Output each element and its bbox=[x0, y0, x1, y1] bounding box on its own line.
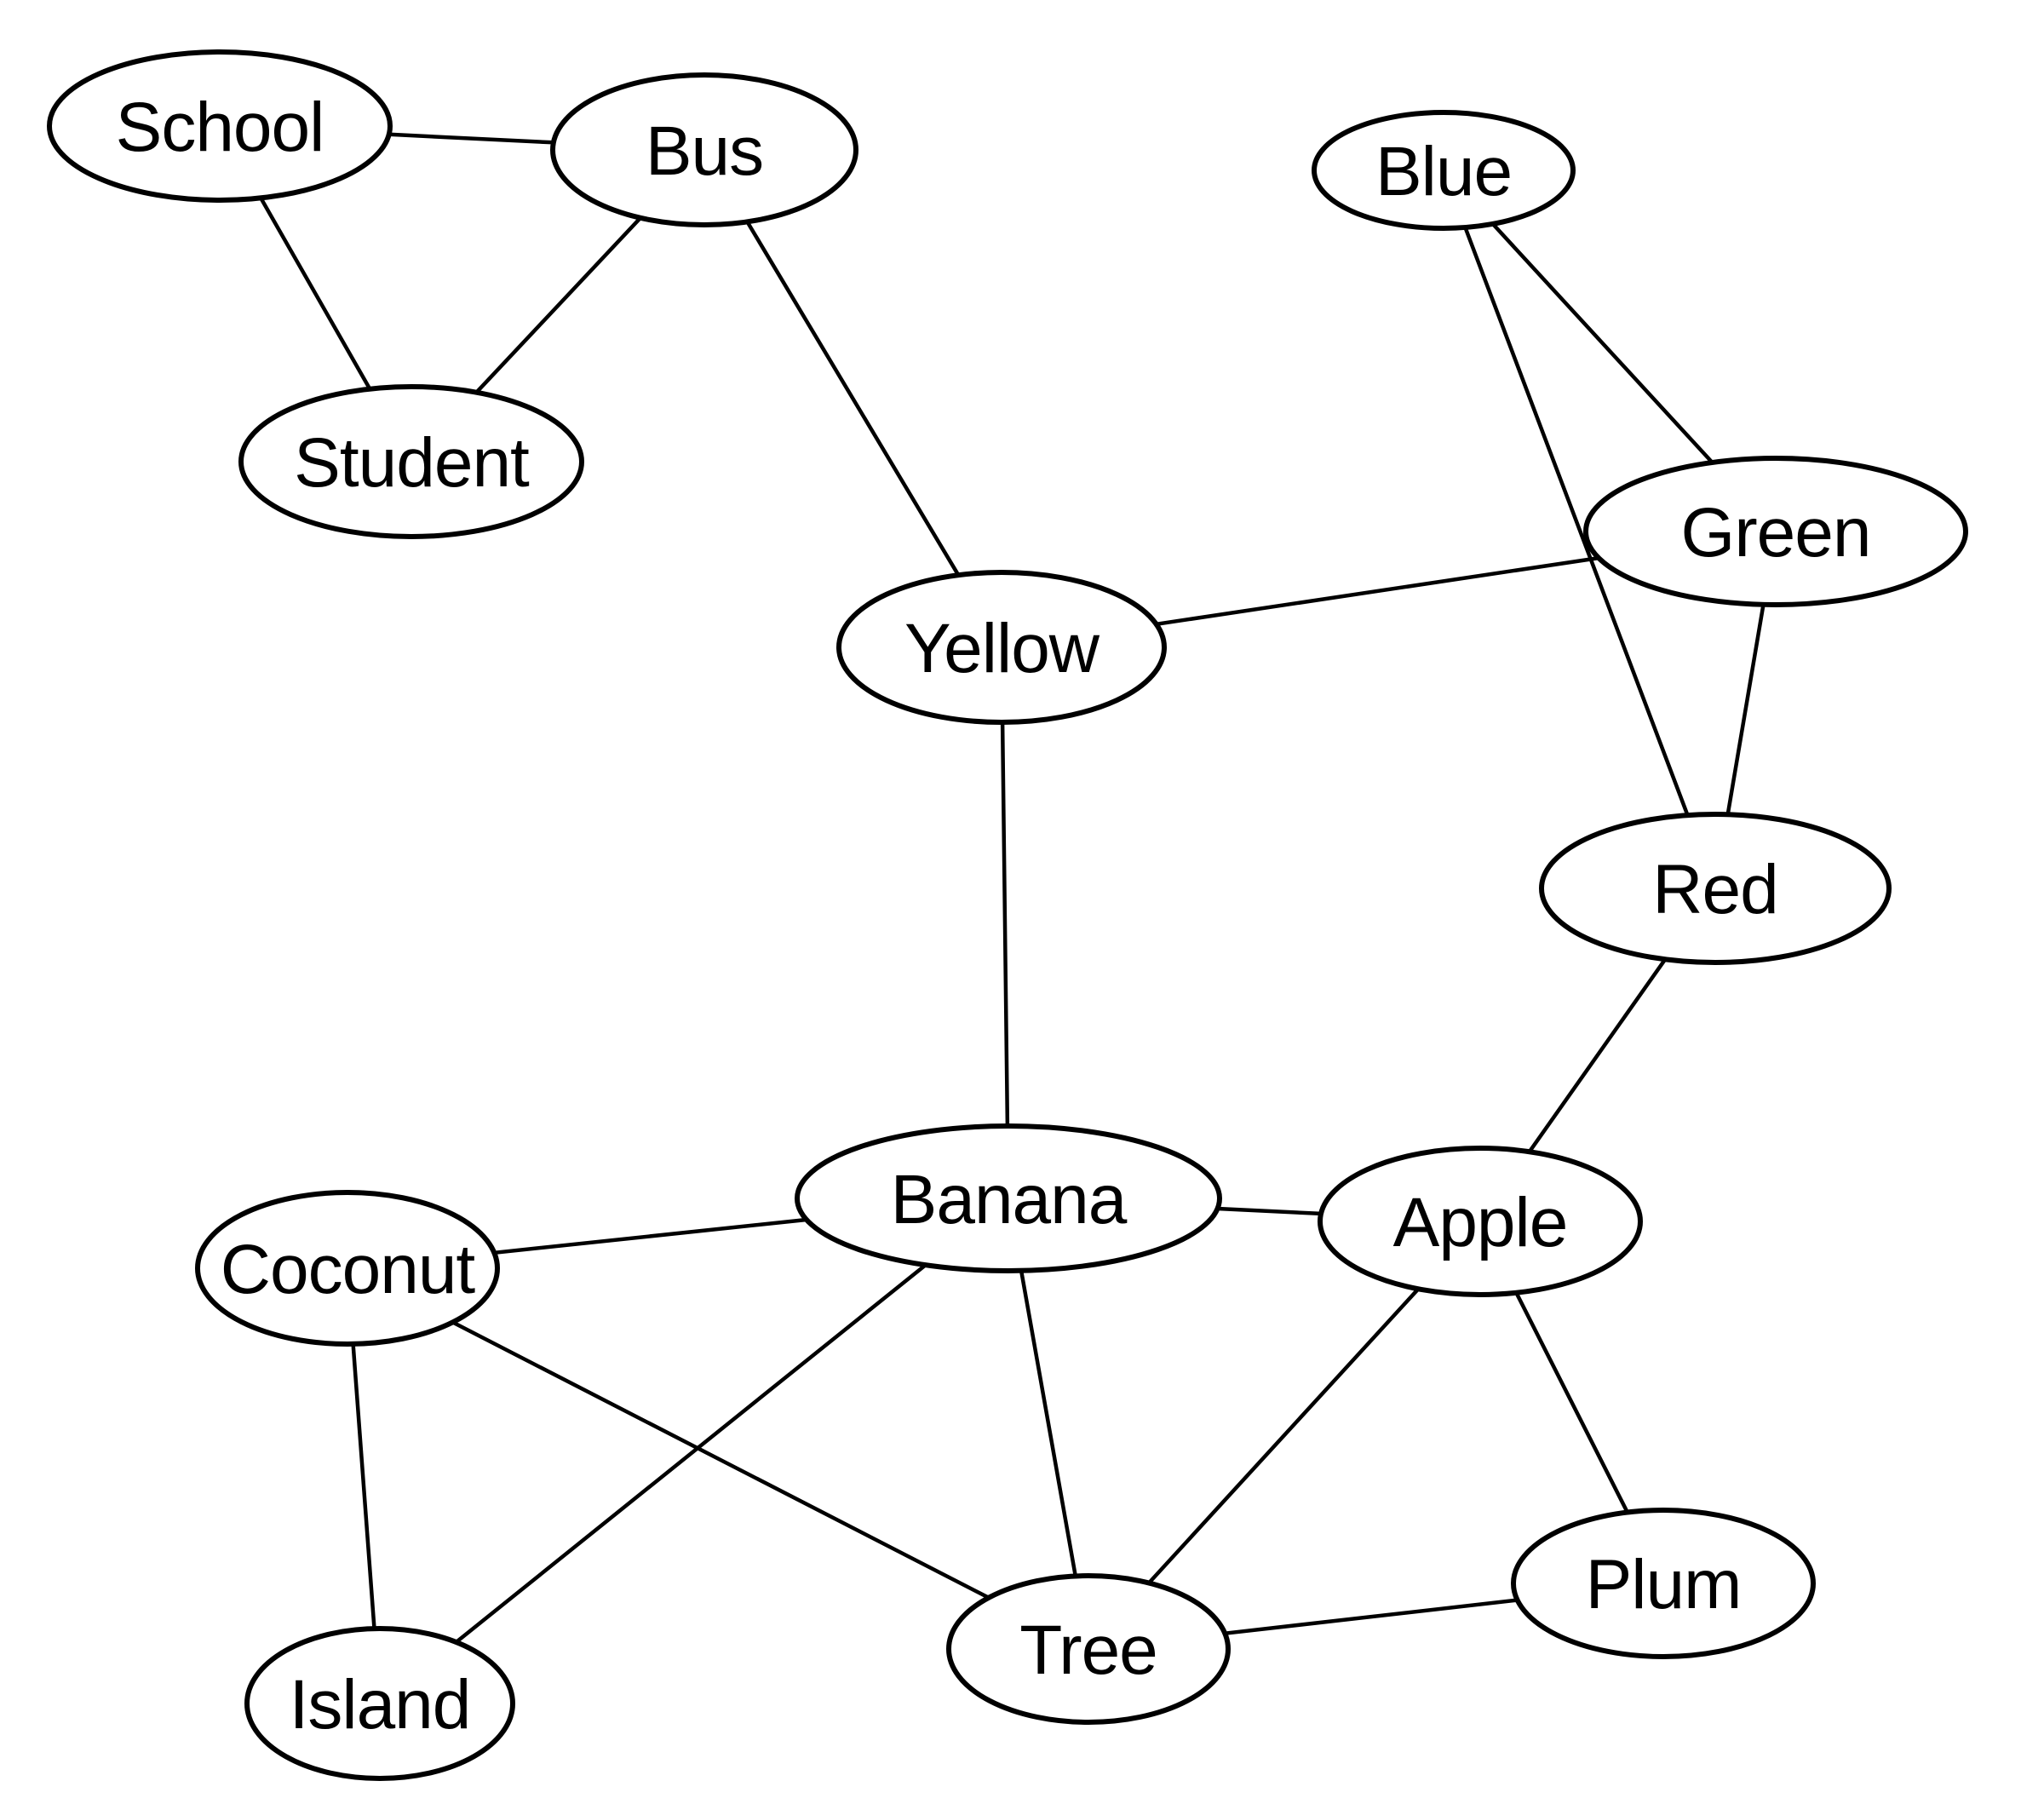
node-ellipse-yellow bbox=[836, 570, 1167, 725]
node-banana: Banana bbox=[795, 1123, 1222, 1273]
node-ellipse-bus bbox=[550, 72, 858, 227]
node-label-red: Red bbox=[1652, 851, 1777, 928]
node-apple: Apple bbox=[1318, 1146, 1643, 1297]
node-island: Island bbox=[244, 1626, 515, 1781]
edge-yellow-banana bbox=[1000, 720, 1010, 1129]
node-ellipse-student bbox=[238, 384, 584, 539]
node-label-student: Student bbox=[294, 424, 530, 502]
edge-blue-green bbox=[1490, 221, 1714, 465]
node-label-plum: Plum bbox=[1586, 1546, 1742, 1623]
node-label-blue: Blue bbox=[1375, 133, 1512, 210]
edge-apple-plum bbox=[1514, 1290, 1630, 1514]
node-red: Red bbox=[1539, 812, 1892, 965]
edge-layer bbox=[258, 132, 1766, 1645]
node-label-apple: Apple bbox=[1393, 1184, 1568, 1261]
node-tree: Tree bbox=[946, 1573, 1231, 1725]
node-bus: Bus bbox=[550, 72, 858, 227]
edge-tree-plum bbox=[1223, 1598, 1519, 1635]
node-ellipse-school bbox=[47, 49, 393, 203]
node-label-bus: Bus bbox=[646, 112, 763, 190]
edge-bus-student bbox=[474, 215, 643, 394]
node-ellipse-island bbox=[244, 1626, 515, 1781]
node-ellipse-red bbox=[1539, 812, 1892, 965]
edge-green-red bbox=[1725, 602, 1766, 817]
node-ellipse-tree bbox=[946, 1573, 1231, 1725]
node-yellow: Yellow bbox=[836, 570, 1167, 725]
node-coconut: Coconut bbox=[195, 1190, 500, 1347]
edge-school-bus bbox=[387, 132, 556, 145]
edge-blue-red bbox=[1463, 225, 1690, 818]
node-label-tree: Tree bbox=[1019, 1612, 1157, 1689]
node-school: School bbox=[47, 49, 393, 203]
node-plum: Plum bbox=[1511, 1508, 1816, 1659]
node-label-coconut: Coconut bbox=[221, 1231, 476, 1308]
node-label-island: Island bbox=[290, 1666, 471, 1744]
node-ellipse-blue bbox=[1312, 110, 1576, 231]
edge-bus-yellow bbox=[745, 220, 961, 577]
edge-banana-tree bbox=[1019, 1268, 1078, 1578]
node-label-school: School bbox=[116, 89, 324, 166]
node-label-green: Green bbox=[1681, 494, 1871, 572]
node-ellipse-apple bbox=[1318, 1146, 1643, 1297]
node-ellipse-plum bbox=[1511, 1508, 1816, 1659]
edge-yellow-green bbox=[1154, 555, 1601, 627]
edge-apple-tree bbox=[1146, 1287, 1421, 1585]
node-student: Student bbox=[238, 384, 584, 539]
node-ellipse-coconut bbox=[195, 1190, 500, 1347]
edge-red-apple bbox=[1527, 957, 1668, 1154]
edge-banana-coconut bbox=[492, 1217, 809, 1255]
node-label-yellow: Yellow bbox=[904, 610, 1100, 687]
edge-banana-island bbox=[454, 1262, 927, 1645]
node-ellipse-green bbox=[1583, 456, 1968, 607]
node-ellipse-banana bbox=[795, 1123, 1222, 1273]
node-label-banana: Banana bbox=[891, 1161, 1128, 1238]
edge-coconut-island bbox=[351, 1342, 376, 1631]
node-blue: Blue bbox=[1312, 110, 1576, 231]
edge-school-student bbox=[258, 196, 372, 391]
edge-coconut-tree bbox=[451, 1320, 991, 1600]
edge-banana-apple bbox=[1215, 1206, 1323, 1216]
node-green: Green bbox=[1583, 456, 1968, 607]
